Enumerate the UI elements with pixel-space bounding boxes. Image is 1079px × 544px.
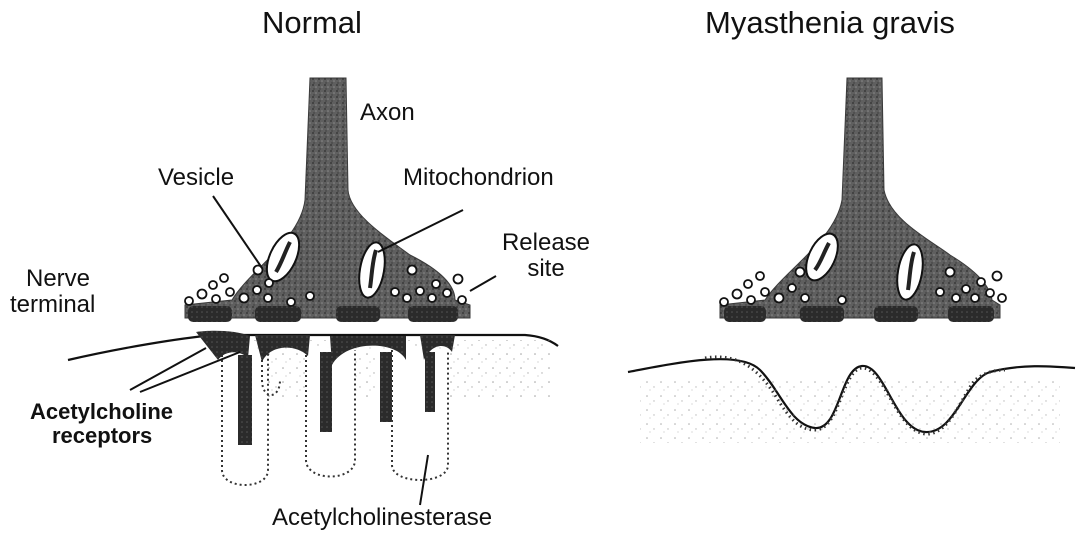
normal-axon-and-terminal — [185, 78, 470, 318]
junctional-fold-3 — [392, 345, 448, 480]
acetylcholine-receptors-label-line2: receptors — [30, 424, 173, 448]
release-site-label: Release site — [490, 230, 602, 283]
myasthenia-panel — [628, 78, 1075, 443]
receptor-wall-1 — [238, 355, 252, 445]
mitochondrion-leader-line — [378, 210, 463, 252]
junctional-folds — [222, 340, 448, 485]
axon-label: Axon — [360, 100, 415, 126]
receptor-leader-line-1 — [130, 348, 206, 390]
myasthenia-axon-and-terminal — [720, 78, 1000, 318]
myasthenia-panel-title: Myasthenia gravis — [705, 6, 955, 40]
acetylcholinesterase-label: Acetylcholinesterase — [272, 505, 492, 531]
normal-panel-title: Normal — [262, 6, 362, 40]
release-site-label-line1: Release — [490, 230, 602, 256]
nerve-terminal-label-line1: Nerve — [10, 266, 95, 292]
release-site-label-line2: site — [490, 256, 602, 282]
receptor-wall-4 — [425, 352, 435, 412]
release-pad-1 — [188, 306, 232, 322]
release-pad-3 — [336, 306, 380, 322]
release-pad-4 — [408, 306, 458, 322]
release-pad-2 — [255, 306, 301, 322]
myasthenia-muscle-speckle — [640, 378, 1060, 443]
acetylcholine-receptors-label: Acetylcholine receptors — [30, 400, 173, 448]
nerve-terminal-label-line2: terminal — [10, 292, 95, 318]
receptor-wall-3 — [380, 352, 392, 422]
acetylcholine-receptors-label-line1: Acetylcholine — [30, 400, 173, 424]
nerve-terminal-label: Nerve terminal — [10, 266, 95, 319]
vesicle-label: Vesicle — [158, 165, 234, 191]
vesicle-leader-line — [213, 196, 262, 268]
mitochondrion-label: Mitochondrion — [403, 165, 554, 191]
receptor-wall-2 — [320, 352, 332, 432]
